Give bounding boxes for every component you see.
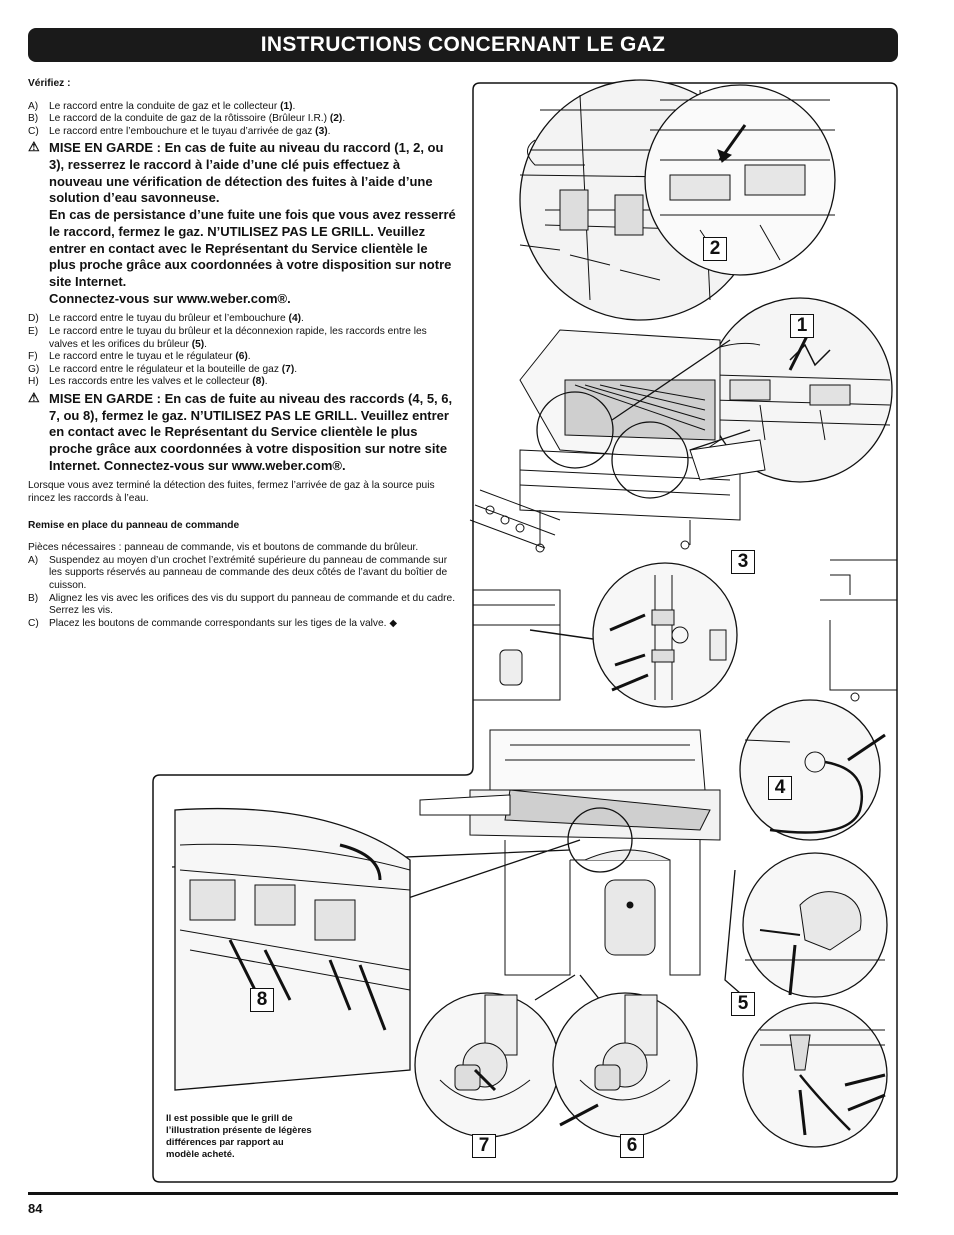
callout-8: 8 bbox=[250, 988, 274, 1012]
list-item: D)Le raccord entre le tuyau du brûleur e… bbox=[28, 313, 304, 325]
warning-block-1: ⚠ MISE EN GARDE : En cas de fuite au niv… bbox=[28, 139, 456, 306]
section-title-banner: INSTRUCTIONS CONCERNANT LE GAZ bbox=[28, 28, 898, 62]
footer-rule bbox=[28, 1192, 898, 1195]
warning-triangle-icon: ⚠ bbox=[28, 139, 40, 155]
callout-7: 7 bbox=[472, 1134, 496, 1158]
warning-block-2: ⚠ MISE EN GARDE : En cas de fuite au niv… bbox=[28, 389, 453, 473]
callout-1: 1 bbox=[790, 314, 814, 338]
illustration-note: Il est possible que le grill de l’illust… bbox=[166, 1113, 312, 1160]
callout-3: 3 bbox=[731, 550, 755, 574]
section-title: INSTRUCTIONS CONCERNANT LE GAZ bbox=[260, 33, 666, 56]
page-number: 84 bbox=[28, 1201, 43, 1216]
instructions-column: Vérifiez : A)Le raccord entre la conduit… bbox=[28, 78, 456, 630]
list-item: A)Le raccord entre la conduite de gaz et… bbox=[28, 100, 296, 112]
list-item: E)Le raccord entre le tuyau du brûleur e… bbox=[28, 326, 427, 350]
list-item: G)Le raccord entre le régulateur et la b… bbox=[28, 363, 298, 375]
list-item: C)Le raccord entre l’embouchure et le tu… bbox=[28, 125, 331, 137]
list-item: B)Le raccord de la conduite de gaz de la… bbox=[28, 113, 346, 125]
list-item: A)Suspendez au moyen d’un crochet l’extr… bbox=[28, 554, 448, 592]
list-item: H)Les raccords entre les valves et le co… bbox=[28, 376, 268, 388]
callout-4: 4 bbox=[768, 776, 792, 800]
check-heading: Vérifiez : bbox=[28, 78, 71, 89]
list-item: B)Alignez les vis avec les orifices des … bbox=[28, 592, 456, 617]
callout-6: 6 bbox=[620, 1134, 644, 1158]
list-item: C)Placez les boutons de commande corresp… bbox=[28, 617, 398, 629]
warning-triangle-icon: ⚠ bbox=[28, 389, 40, 405]
callout-2: 2 bbox=[703, 237, 727, 261]
parts-needed: Pièces nécessaires : panneau de commande… bbox=[28, 542, 419, 554]
replace-heading: Remise en place du panneau de commande bbox=[28, 519, 240, 531]
rinse-paragraph: Lorsque vous avez terminé la détection d… bbox=[28, 480, 435, 505]
callout-5: 5 bbox=[731, 992, 755, 1016]
list-item: F)Le raccord entre le tuyau et le régula… bbox=[28, 351, 251, 363]
